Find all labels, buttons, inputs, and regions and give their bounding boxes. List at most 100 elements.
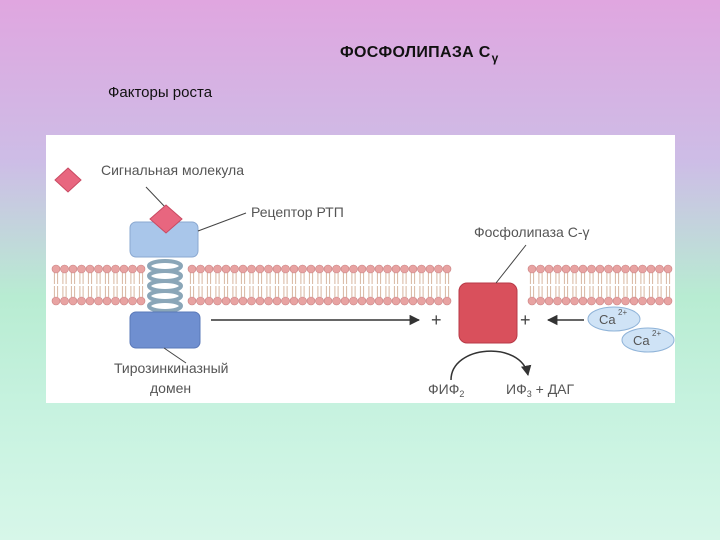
lipid-head <box>51 264 61 274</box>
lipid-head <box>238 296 248 306</box>
lipid-head <box>111 296 120 306</box>
lipid-head <box>553 296 562 306</box>
lipid-head <box>247 264 256 274</box>
pointer-kinase <box>163 347 187 364</box>
products-text: ИФ <box>506 381 527 397</box>
lipid-head <box>332 264 341 274</box>
lipid-head <box>281 264 290 274</box>
products-subscript: 3 <box>527 389 532 399</box>
lipid-head <box>315 264 324 274</box>
lipid-head <box>221 264 231 274</box>
lipid-head <box>119 264 129 274</box>
lipid-head <box>221 296 231 306</box>
lipid-head <box>527 264 537 274</box>
lipid-head <box>196 264 205 274</box>
lipid-head <box>434 264 443 274</box>
lipid-head <box>561 264 571 274</box>
lipid-head <box>646 264 656 274</box>
calcium-ion-2-charge: 2+ <box>652 329 661 338</box>
calcium-ion-2 <box>621 327 675 353</box>
lipid-head <box>349 296 358 306</box>
lipid-head <box>621 296 630 306</box>
plus-left: + <box>431 310 442 330</box>
lipid-head <box>289 296 299 306</box>
lipid-head <box>255 264 265 274</box>
lipid-head <box>272 296 282 306</box>
signal-molecule-free <box>54 167 82 193</box>
lipid-head <box>94 296 103 306</box>
lipid-head <box>366 264 375 274</box>
lipid-head <box>553 264 562 274</box>
lipid-head <box>587 296 596 306</box>
lipid-head <box>323 296 333 306</box>
lipid-head <box>655 264 664 274</box>
lipid-head <box>68 296 78 306</box>
lipid-head <box>383 296 392 306</box>
lipid-head <box>408 296 418 306</box>
label-kinase-line1: Тирозинкиназный <box>114 360 228 376</box>
lipid-head <box>604 264 613 274</box>
lipid-head <box>255 296 265 306</box>
slide-title: ФОСФОЛИПАЗА Сγ <box>340 44 499 65</box>
phospholipase-c-gamma <box>458 282 518 344</box>
lipid-head <box>306 296 316 306</box>
lipid-head <box>374 264 384 274</box>
lipid-head <box>187 296 197 306</box>
lipid-head <box>400 296 409 306</box>
label-signal-molecule: Сигнальная молекула <box>101 162 244 178</box>
lipid-head <box>621 264 630 274</box>
plus-right: + <box>520 310 531 330</box>
lipid-head <box>536 296 545 306</box>
lipid-head <box>230 296 239 306</box>
calcium-ion-1 <box>587 306 641 332</box>
lipid-head <box>281 296 290 306</box>
label-products: ИФ3 + ДАГ <box>506 381 575 399</box>
cell-membrane <box>51 264 673 306</box>
lipid-head <box>561 296 571 306</box>
lipid-head <box>323 264 333 274</box>
lipid-head <box>128 296 137 306</box>
lipid-head <box>298 296 307 306</box>
label-kinase-line2: домен <box>150 380 191 396</box>
signaling-diagram: Сигнальная молекула Рецептор РТП Тирозин… <box>46 135 675 403</box>
lipid-head <box>400 264 409 274</box>
lipid-head <box>111 264 120 274</box>
lipid-head <box>527 296 537 306</box>
lipid-head <box>315 296 324 306</box>
lipid-head <box>595 296 605 306</box>
calcium-ion-1-charge: 2+ <box>618 308 627 317</box>
lipid-head <box>357 296 367 306</box>
lipid-head <box>391 264 401 274</box>
lipid-head <box>213 296 222 306</box>
lipid-head <box>204 296 214 306</box>
lipid-head <box>340 296 350 306</box>
lipid-head <box>612 296 622 306</box>
lipid-head <box>383 264 392 274</box>
lipid-head <box>638 296 647 306</box>
lipid-head <box>536 264 545 274</box>
lipid-head <box>85 264 95 274</box>
lipid-head <box>663 264 673 274</box>
lipid-head <box>94 264 103 274</box>
label-phospholipase: Фосфолипаза С-γ <box>474 224 590 240</box>
lipid-head <box>595 264 605 274</box>
lipid-head <box>102 264 112 274</box>
lipid-head <box>332 296 341 306</box>
lipid-head <box>77 296 86 306</box>
lipid-head <box>102 296 112 306</box>
diagram-canvas: Сигнальная молекула Рецептор РТП Тирозин… <box>51 162 675 399</box>
lipid-head <box>68 264 78 274</box>
lipid-head <box>187 264 197 274</box>
lipid-head <box>298 264 307 274</box>
substrate-text: ФИФ <box>428 381 459 397</box>
pointer-signal <box>145 186 167 209</box>
slide-title-subscript: γ <box>491 51 499 65</box>
lipid-head <box>570 264 579 274</box>
lipid-head <box>442 264 452 274</box>
lipid-head <box>128 264 137 274</box>
calcium-ion-1-label: Ca <box>599 312 616 327</box>
lipid-head <box>663 296 673 306</box>
slide-subtitle: Факторы роста <box>108 84 213 101</box>
lipid-head <box>417 264 426 274</box>
lipid-head <box>629 296 639 306</box>
